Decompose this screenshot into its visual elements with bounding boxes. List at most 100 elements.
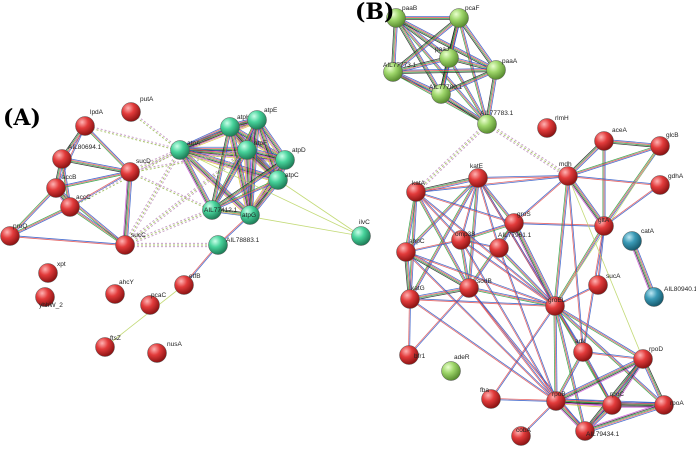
node-glta[interactable]: gltA xyxy=(594,216,614,236)
node-sphere[interactable] xyxy=(95,337,115,357)
node-ail80940-1[interactable]: AIL80940.1 xyxy=(644,286,696,307)
node-sphere[interactable] xyxy=(573,342,593,362)
node-coba[interactable]: cobA xyxy=(511,426,532,446)
node-glcb[interactable]: glcB xyxy=(650,132,679,156)
node-sphere[interactable] xyxy=(75,116,95,136)
node-sphere[interactable] xyxy=(622,231,642,251)
node-bfr1[interactable]: bfr1 xyxy=(399,345,426,365)
node-sphere[interactable] xyxy=(399,345,419,365)
node-adk[interactable]: adk xyxy=(573,338,593,362)
node-sphere[interactable] xyxy=(594,216,614,236)
node-atpd[interactable]: atpD xyxy=(275,147,307,170)
node-ail78883-1[interactable]: AIL78883.1 xyxy=(208,235,260,255)
node-cata[interactable]: catA xyxy=(622,228,655,251)
node-sphere[interactable] xyxy=(431,84,451,104)
node-lpda[interactable]: lpdA xyxy=(75,109,104,136)
node-sphere[interactable] xyxy=(120,162,140,182)
node-sphere[interactable] xyxy=(633,349,653,369)
node-mdh[interactable]: mdh xyxy=(558,161,578,186)
node-ftsz[interactable]: ftsZ xyxy=(95,335,121,357)
node-sphere[interactable] xyxy=(441,361,461,381)
node-sphere[interactable] xyxy=(650,136,670,156)
node-sphere[interactable] xyxy=(396,242,416,262)
node-acea[interactable]: aceA xyxy=(594,127,628,151)
node-sphere[interactable] xyxy=(115,235,135,255)
node-sphere[interactable] xyxy=(383,62,403,82)
node-sphere[interactable] xyxy=(602,395,622,415)
node-atpg[interactable]: atpG xyxy=(240,205,260,225)
node-sphere[interactable] xyxy=(481,389,501,409)
node-ail77412-1[interactable]: AIL77412.1 xyxy=(202,200,238,220)
node-sphere[interactable] xyxy=(537,118,557,138)
node-sphere[interactable] xyxy=(449,8,469,28)
node-ader[interactable]: adeR xyxy=(441,354,470,381)
node-kata[interactable]: katA xyxy=(406,180,426,202)
node-sphere[interactable] xyxy=(202,200,222,220)
node-sphere[interactable] xyxy=(654,395,674,415)
node-rpob[interactable]: rpoB xyxy=(546,391,566,411)
node-sphere[interactable] xyxy=(400,289,420,309)
node-sphere[interactable] xyxy=(386,8,406,28)
node-gros[interactable]: groS xyxy=(504,211,532,233)
node-ahpc[interactable]: ahpC xyxy=(396,238,425,262)
node-sphere[interactable] xyxy=(0,226,20,246)
node-kate[interactable]: katE xyxy=(468,163,488,188)
node-ail77783-1[interactable]: AIL77783.1 xyxy=(477,110,514,134)
node-gdha[interactable]: gdhA xyxy=(650,173,684,195)
node-sphere[interactable] xyxy=(588,275,608,295)
node-sphere[interactable] xyxy=(240,205,260,225)
node-sphere[interactable] xyxy=(546,391,566,411)
node-atpc[interactable]: atpC xyxy=(268,170,300,190)
node-sphere[interactable] xyxy=(511,426,531,446)
node-sphere[interactable] xyxy=(237,140,257,160)
node-sucd[interactable]: sucD xyxy=(120,158,152,182)
node-sphere[interactable] xyxy=(140,295,160,315)
node-sphere[interactable] xyxy=(486,60,506,80)
node-sphere[interactable] xyxy=(268,170,288,190)
node-sphere[interactable] xyxy=(575,421,595,441)
node-ail80694-1[interactable]: AIL80694.1 xyxy=(52,144,102,169)
node-sphere[interactable] xyxy=(208,235,228,255)
node-puta[interactable]: putA xyxy=(121,96,155,122)
node-sphere[interactable] xyxy=(594,131,614,151)
node-sodb[interactable]: sodB xyxy=(459,278,492,298)
node-rlmh[interactable]: rlmH xyxy=(537,115,570,138)
node-atpf[interactable]: atpF xyxy=(237,140,268,160)
node-sphere[interactable] xyxy=(174,275,194,295)
node-pcac[interactable]: pcaC xyxy=(140,292,167,315)
node-sphere[interactable] xyxy=(558,166,578,186)
node-sphere[interactable] xyxy=(406,182,426,202)
node-sphere[interactable] xyxy=(121,102,141,122)
node-sphere[interactable] xyxy=(489,238,509,258)
node-sphere[interactable] xyxy=(46,178,66,198)
node-sphere[interactable] xyxy=(351,226,371,246)
node-nusa[interactable]: nusA xyxy=(147,341,183,363)
node-fba[interactable]: fba xyxy=(480,387,501,409)
node-proq[interactable]: proQ xyxy=(0,223,28,246)
node-sphere[interactable] xyxy=(52,149,72,169)
node-atpa[interactable]: atpA xyxy=(170,140,202,160)
node-pcaf[interactable]: pcaF xyxy=(449,5,480,28)
node-sphere[interactable] xyxy=(545,296,565,316)
node-atpe[interactable]: atpE xyxy=(247,107,279,130)
node-atph[interactable]: atpH xyxy=(220,114,252,137)
node-xpt[interactable]: xpt xyxy=(38,261,66,283)
node-accc[interactable]: accC xyxy=(60,194,92,217)
node-ail77780-1[interactable]: AIL77780.1 xyxy=(429,84,463,104)
node-succ[interactable]: sucC xyxy=(115,232,147,255)
node-sphere[interactable] xyxy=(170,140,190,160)
node-sphere[interactable] xyxy=(644,287,664,307)
node-sphere[interactable] xyxy=(275,150,295,170)
node-sphere[interactable] xyxy=(451,230,471,250)
node-sphere[interactable] xyxy=(105,284,125,304)
node-sphere[interactable] xyxy=(477,114,497,134)
node-groel[interactable]: groEL xyxy=(545,296,566,316)
node-ahcy[interactable]: ahcY xyxy=(105,279,135,304)
node-sphere[interactable] xyxy=(35,287,55,307)
node-omp38[interactable]: omp38 xyxy=(451,230,476,250)
node-sphere[interactable] xyxy=(468,168,488,188)
node-paaj[interactable]: paaJ xyxy=(435,46,459,68)
node-sphere[interactable] xyxy=(220,117,240,137)
node-yhhw-2[interactable]: yhhW_2 xyxy=(35,287,64,310)
node-suca[interactable]: sucA xyxy=(588,273,622,295)
